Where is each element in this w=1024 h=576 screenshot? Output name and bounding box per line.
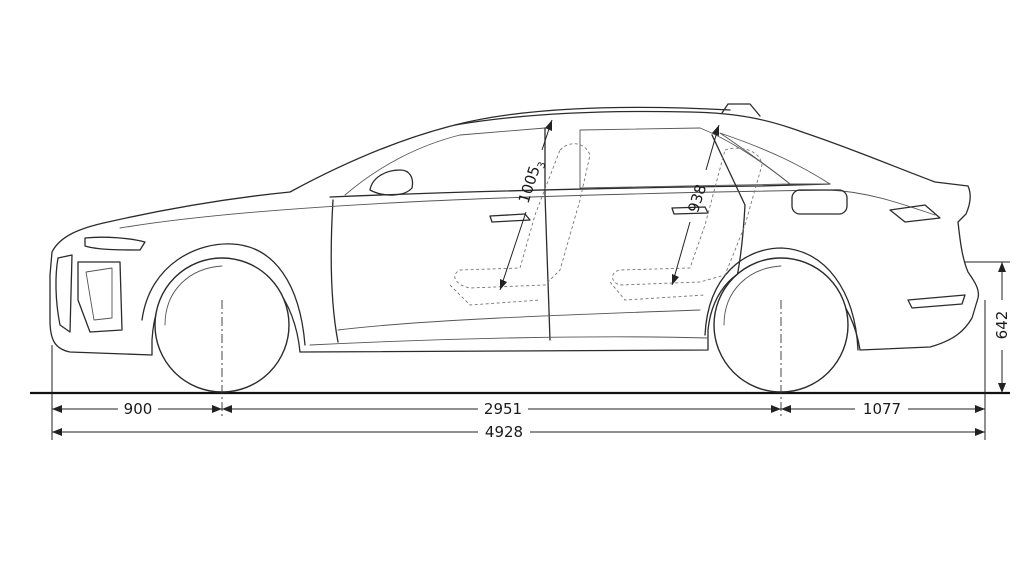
label-ground-to-bumper: 642 — [993, 311, 1011, 340]
front-grille — [55, 254, 73, 333]
label-front-headroom: 10053 — [515, 157, 549, 206]
sill-lower — [309, 336, 709, 346]
sill-upper — [337, 309, 701, 331]
front-window — [344, 127, 546, 196]
dim-front-headroom: 10053 — [499, 119, 553, 291]
front-seat — [454, 143, 591, 289]
front-seat-cushion — [449, 284, 541, 306]
rear-reflector — [907, 294, 966, 309]
dim-front-overhang: 900 — [52, 400, 222, 418]
rear-light — [889, 204, 941, 223]
dim-wheelbase: 2951 — [222, 400, 781, 418]
dim-overall-length: 4928 — [52, 423, 985, 441]
dim-rear-overhang: 1077 — [781, 400, 985, 418]
side-mirror — [369, 169, 414, 196]
roof-spoiler — [721, 103, 761, 117]
label-front-overhang: 900 — [124, 400, 153, 418]
label-overall-length: 4928 — [485, 423, 523, 441]
front-door-handle — [489, 213, 531, 223]
dim-ground-to-bumper: 642 — [965, 261, 1011, 393]
label-rear-overhang: 1077 — [863, 400, 901, 418]
shoulder-line — [119, 189, 936, 229]
rear-window — [579, 127, 791, 189]
quarter-window — [719, 132, 831, 185]
fuel-door — [791, 189, 848, 215]
rear-seat-cushion — [609, 281, 706, 301]
front-door-edge — [330, 199, 339, 343]
seats — [449, 143, 763, 306]
front-tire-inner — [164, 265, 223, 326]
front-air-intake — [77, 261, 123, 333]
label-wheelbase: 2951 — [484, 400, 522, 418]
car-body — [49, 103, 980, 356]
rear-seat — [612, 147, 763, 286]
b-pillar — [544, 127, 551, 341]
front-wheel-arch — [141, 243, 306, 346]
roof-line — [454, 106, 731, 126]
dim-rear-headroom: 938 — [671, 124, 720, 286]
rear-tire-inner — [723, 265, 782, 326]
rear-wheel-arch — [704, 247, 859, 351]
front-air-intake-inner — [85, 267, 113, 321]
headlight — [84, 236, 146, 251]
